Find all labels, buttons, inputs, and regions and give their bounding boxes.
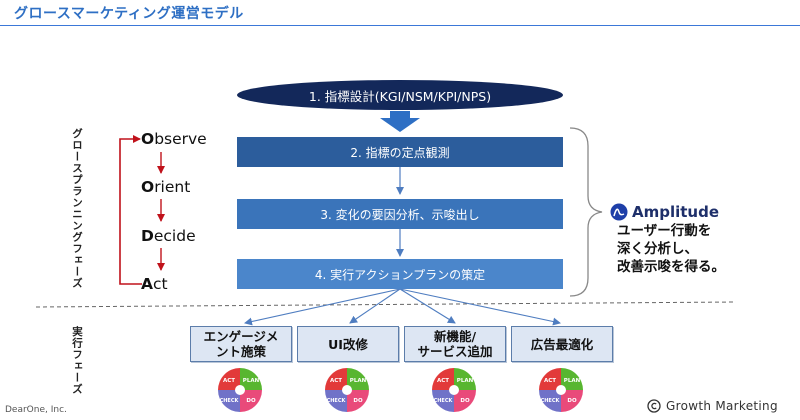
amplitude-brand: Amplitude [610, 203, 719, 221]
step-cause-analysis: 3. 変化の要因分析、示唆出し [237, 199, 563, 229]
exec-ad-optimization: 広告最適化 [511, 326, 613, 362]
pdca-cycle-icon: ACT PLAN CHECK DO [218, 368, 262, 412]
svg-text:PLAN: PLAN [457, 378, 474, 384]
pdca-cycle-icon: ACT PLAN CHECK DO [539, 368, 583, 412]
ooda-loop-bracket [119, 135, 142, 285]
svg-text:PLAN: PLAN [350, 378, 367, 384]
phase-separator [35, 301, 737, 308]
ooda-act: Act [141, 275, 168, 293]
copyright-icon [647, 399, 661, 413]
svg-text:ACT: ACT [223, 378, 235, 384]
svg-text:DO: DO [353, 398, 363, 404]
amplitude-description: ユーザー行動を 深く分析し、 改善示唆を得る。 [617, 223, 725, 275]
planning-brace [569, 127, 603, 297]
svg-text:DO: DO [246, 398, 256, 404]
ooda-decide: Decide [141, 227, 196, 245]
svg-text:CHECK: CHECK [434, 398, 454, 404]
pdca-cycle-icon: ACT PLAN CHECK DO [432, 368, 476, 412]
ooda-orient: Orient [141, 178, 191, 196]
exec-engagement-measures: エンゲージメント施策 [190, 326, 292, 362]
svg-text:CHECK: CHECK [541, 398, 561, 404]
svg-text:CHECK: CHECK [220, 398, 240, 404]
svg-text:ACT: ACT [437, 378, 449, 384]
execution-phase-label: 実行フェーズ [71, 326, 83, 395]
svg-text:CHECK: CHECK [327, 398, 347, 404]
exec-ui-improvement: UI改修 [297, 326, 399, 362]
svg-text:DO: DO [460, 398, 470, 404]
footer-company: DearOne, Inc. [5, 405, 67, 415]
svg-text:ACT: ACT [544, 378, 556, 384]
exec-new-feature: 新機能/サービス追加 [404, 326, 506, 362]
svg-text:DO: DO [567, 398, 577, 404]
title-divider [0, 25, 800, 26]
footer-brand: Growth Marketing [647, 399, 778, 413]
page-title: グロースマーケティング運営モデル [14, 6, 244, 22]
growth-planning-phase-label: グロースプランニングフェーズ [71, 128, 83, 289]
svg-text:ACT: ACT [330, 378, 342, 384]
ooda-observe: Observe [141, 130, 207, 148]
svg-text:PLAN: PLAN [243, 378, 260, 384]
amplitude-brand-name: Amplitude [632, 203, 720, 221]
pdca-cycle-icon: ACT PLAN CHECK DO [325, 368, 369, 412]
step-metric-design: 1. 指標設計(KGI/NSM/KPI/NPS) [237, 80, 563, 110]
svg-text:PLAN: PLAN [564, 378, 581, 384]
amplitude-logo-icon [610, 203, 628, 221]
plan-to-exec-arrows [244, 288, 561, 326]
step-fixed-point-observation: 2. 指標の定点観測 [237, 137, 563, 167]
step-action-plan: 4. 実行アクションプランの策定 [237, 259, 563, 289]
design-to-observe-arrow [380, 111, 420, 132]
